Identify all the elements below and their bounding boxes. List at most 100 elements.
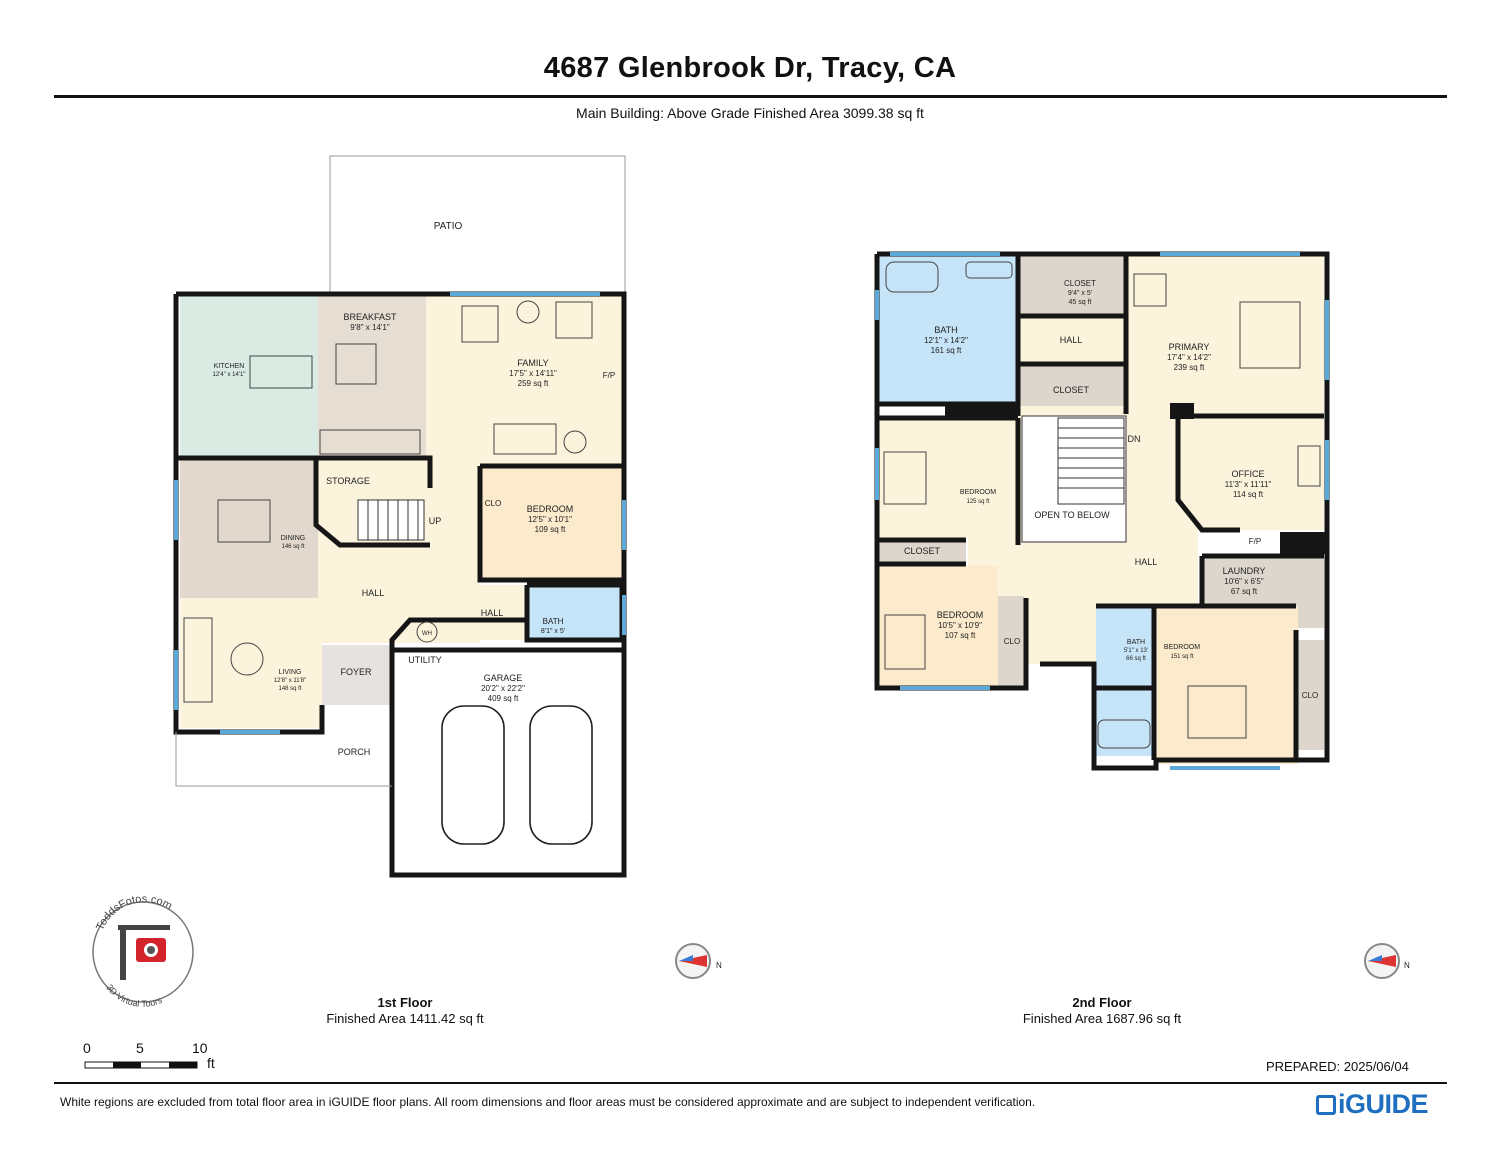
scale-tick-0: 0 [83,1040,91,1056]
dining-area: 146 sq ft [281,544,304,550]
wall-column [1170,403,1194,419]
compass-first-floor: N [675,943,722,979]
bedroom-b-area: 107 sq ft [945,631,976,640]
closet-low-room [878,540,966,562]
closet-c-label: CLO [1302,691,1318,700]
bath-2f-dims: 12'1" x 14'2" [924,336,968,345]
laundry-dims: 10'6" x 6'5" [1224,577,1264,586]
kitchen-label: KITCHEN [214,363,245,370]
title-divider [54,95,1447,98]
first-floor-windows [174,292,626,734]
office-area: 114 sq ft [1233,490,1264,499]
breakfast-label: BREAKFAST [343,312,397,322]
family-area: 259 sq ft [518,379,549,388]
storage-label: STORAGE [326,476,370,486]
second-floor-windows [875,252,1329,770]
scale-tick-10: 10 [192,1040,208,1056]
garage-cars [441,705,593,845]
porch-label: PORCH [338,747,371,757]
closet-mid-room [1018,364,1126,414]
office-label: OFFICE [1232,469,1265,479]
patio-label: PATIO [434,221,463,232]
laundry-area: 67 sq ft [1231,587,1258,596]
iguide-icon [1316,1095,1336,1115]
closet-top-room [1018,256,1126,316]
bedroom-room [480,466,622,580]
hall2-area [480,585,527,640]
stairs-2f [1057,417,1125,505]
bath-2f-area: 161 sq ft [931,346,962,355]
dining-label: DINING [281,535,306,542]
disclaimer-text: White regions are excluded from total fl… [60,1095,1036,1109]
bath-label: BATH [543,617,564,626]
closet-b-label: CLO [1004,637,1020,646]
first-floor-name: 1st Floor [377,995,433,1010]
bedroom-b-label: BEDROOM [937,610,984,620]
closet-low-label: CLOSET [904,546,941,556]
scale-tick-5: 5 [136,1040,144,1056]
hall2-label: HALL [481,608,504,618]
wall-block [945,402,1017,418]
hall-area [318,458,480,643]
water-heater-label: WH [422,631,432,637]
bath-dims: 8'1" x 5' [541,628,565,635]
kitchen-room [180,296,318,458]
family-room [426,296,622,466]
garage-area: 409 sq ft [488,694,519,703]
hall-label: HALL [362,588,385,598]
bedroom-b-room [878,566,998,686]
second-floor-walls [874,251,1330,771]
bath2-area: 66 sq ft [1126,656,1146,662]
hall-top-area [1018,316,1126,364]
scale-unit: ft [207,1055,215,1071]
office-room [1194,418,1324,530]
closet-top-dims: 9'4" x 5' [1068,290,1092,297]
bedroom-a-label: BEDROOM [960,489,996,496]
compass-n-label-2: N [1404,961,1410,970]
foyer-room [322,645,392,705]
scale-bar [84,1061,198,1069]
stairs-up-label: UP [429,516,442,526]
iguide-brand-text: iGUIDE [1338,1089,1429,1119]
stairs [357,499,425,541]
primary-label: PRIMARY [1169,342,1210,352]
closet-c-room [1298,640,1324,750]
closet-label: CLO [485,499,501,508]
foyer-label: FOYER [340,667,372,677]
fireplace-2f-label: F/P [1249,537,1261,546]
bedroom-dims: 12'5" x 10'1" [528,515,572,524]
closet-top-area: 45 sq ft [1069,299,1092,306]
bath2-label: BATH [1127,639,1145,646]
second-floor-area: Finished Area 1687.96 sq ft [1022,1011,1182,1026]
garage-dims: 20'2" x 22'2" [481,684,525,693]
primary-dims: 17'4" x 14'2" [1167,353,1211,362]
first-floor-furniture [183,300,593,703]
iguide-logo: iGUIDE [1316,1089,1429,1120]
living-label: LIVING [279,669,302,676]
second-floor-plan: BATH 12'1" x 14'2" 161 sq ft CLOSET 9'4"… [874,251,1330,771]
prepared-date: PREPARED: 2025/06/04 [1266,1059,1409,1074]
utility-label: UTILITY [408,655,442,665]
family-label: FAMILY [517,358,548,368]
living-room [180,598,322,728]
porch-outline [175,732,392,787]
bedroom-c-room [1156,606,1298,764]
breakfast-dims: 9'8" x 14'1" [350,323,390,332]
living-area: 148 sq ft [278,686,301,692]
bath-room [527,585,622,640]
dining-room [180,458,318,598]
primary-room [1128,256,1324,416]
patio-outline [329,155,626,295]
hall-main-label: HALL [1135,557,1158,567]
closet-b-room [998,596,1024,686]
second-floor-name: 2nd Floor [1072,995,1132,1010]
compass-n-label: N [716,961,722,970]
page-title: 4687 Glenbrook Dr, Tracy, CA [543,52,957,84]
family-fireplace-label: F/P [603,371,615,380]
office-dims: 11'3" x 11'11" [1225,480,1272,489]
open-to-below-label: OPEN TO BELOW [1034,510,1110,520]
closet-top-label: CLOSET [1064,279,1096,288]
primary-area: 239 sq ft [1174,363,1205,372]
bedroom-c-area: 151 sq ft [1170,654,1193,660]
